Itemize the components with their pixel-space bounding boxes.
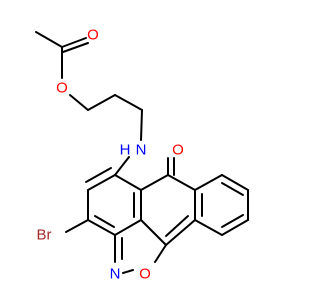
bond-c3-c2 <box>87 219 116 236</box>
bond-c3-br <box>65 219 89 233</box>
atom-labels: O O N H O Br N O <box>37 27 184 283</box>
bond-carbonyl-double-o-2 <box>62 42 89 53</box>
bond-n-o <box>122 269 134 274</box>
bond-r4-c9 <box>194 219 223 236</box>
bond-c9-c9a-double <box>165 215 189 237</box>
ketone-oxygen-label: O <box>172 142 184 159</box>
bond-c1-c9a <box>140 219 167 246</box>
bonds <box>35 31 249 274</box>
bond-r3-r4 <box>221 219 249 236</box>
bond-ch2-nh <box>140 109 143 141</box>
bond-nh-c5 <box>114 156 130 176</box>
amine-hydrogen-label: H <box>120 142 131 159</box>
bromine-label: Br <box>37 227 52 244</box>
bond-methyl-carbonyl <box>35 31 63 48</box>
bond-c6-c7 <box>140 174 169 191</box>
chemical-structure: O O N H O Br N O <box>35 27 249 283</box>
bond-c6-c5 <box>114 174 142 191</box>
ester-oxygen-label: O <box>56 80 68 97</box>
carbonyl-oxygen-label: O <box>87 27 99 44</box>
bond-r1-r2 <box>221 174 249 191</box>
bond-c3-c2-double <box>94 215 115 228</box>
bond-c5-c4-double <box>85 167 112 183</box>
bond-ester-o-ch2 <box>69 94 89 111</box>
bond-c5-c4 <box>87 174 116 191</box>
isoxazole-oxygen-label: O <box>139 266 151 283</box>
isoxazole-nitrogen-label: N <box>110 266 121 283</box>
amine-nitrogen-label: N <box>136 142 147 159</box>
bond-r1-r2-double <box>221 182 244 196</box>
bond-c2-c1 <box>114 219 142 236</box>
bond-o-c1 <box>154 244 167 263</box>
bond-ch2-ch2-2 <box>114 94 143 111</box>
bond-c9-c9a <box>165 219 196 246</box>
bond-r3-r4-double <box>221 214 244 228</box>
bond-c7-c8 <box>167 174 196 191</box>
bond-carbonyl-double-o <box>61 37 87 48</box>
bond-ch2-ch2 <box>87 94 116 111</box>
bond-c8-r1 <box>194 174 223 191</box>
